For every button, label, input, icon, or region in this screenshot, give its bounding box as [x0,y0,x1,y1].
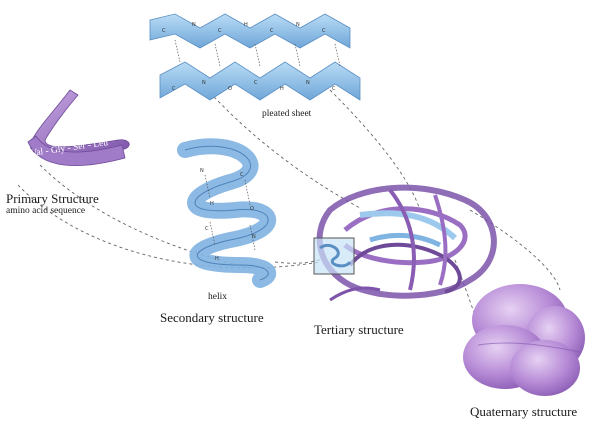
svg-text:H: H [210,201,214,207]
pleated-sheet: C N C H C N C C N O C H N C [149,13,361,101]
primary-ribbon [27,89,130,166]
tertiary-helix-box [313,237,355,275]
svg-text:N: N [296,22,300,28]
svg-text:N: N [192,22,196,28]
svg-text:O: O [228,86,232,92]
quaternary-structure [463,284,585,396]
helix-label: helix [208,292,227,302]
svg-text:C: C [205,226,209,232]
svg-text:H: H [280,86,284,92]
secondary-structure-label: Secondary structure [160,310,264,325]
svg-text:C: C [332,86,336,92]
tertiary-structure-label: Tertiary structure [314,322,404,337]
svg-text:H: H [215,256,219,262]
pleated-sheet-label: pleated sheet [262,109,312,119]
svg-text:N: N [200,168,204,174]
svg-text:C: C [322,28,326,34]
tertiary-structure [313,184,497,302]
svg-text:H: H [244,22,248,28]
svg-text:C: C [218,28,222,34]
svg-text:C: C [172,86,176,92]
primary-structure-subtitle: amino acid sequence [6,206,86,216]
svg-text:C: C [162,28,166,34]
svg-text:N: N [306,80,310,86]
alpha-helix: N C H O C N H [177,138,277,288]
svg-text:O: O [250,206,254,212]
svg-text:N: N [252,234,256,240]
sheet-strand-bottom [159,61,361,101]
svg-text:N: N [202,80,206,86]
svg-text:C: C [240,172,244,178]
svg-text:C: C [254,80,258,86]
quaternary-structure-label: Quaternary structure [470,404,578,419]
sheet-strand-top [149,13,351,49]
primary-structure-title: Primary Structure [6,191,99,206]
svg-text:C: C [270,28,274,34]
